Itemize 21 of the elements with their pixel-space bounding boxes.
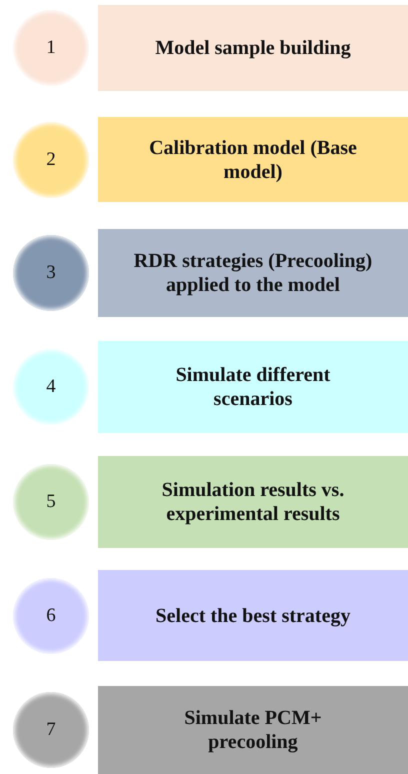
step-label: Simulate different scenarios (174, 363, 332, 411)
step-number: 6 (46, 604, 56, 626)
step-number: 2 (46, 148, 56, 170)
step-label: Model sample building (155, 36, 351, 60)
step-label: Simulate PCM+ precooling (183, 706, 323, 754)
step-label: RDR strategies (Precooling) applied to the model (132, 249, 374, 297)
step-box (98, 570, 408, 661)
step-label: Calibration model (Base model) (148, 136, 358, 184)
step-number: 3 (46, 262, 56, 284)
step-box (98, 686, 408, 774)
step-box (98, 456, 408, 548)
step-number: 1 (46, 37, 56, 59)
step-box (98, 117, 408, 202)
step-box (98, 5, 408, 91)
step-number: 5 (46, 491, 56, 513)
step-label: Select the best strategy (156, 604, 350, 628)
step-box (98, 229, 408, 317)
step-box (98, 341, 408, 433)
step-number: 4 (46, 376, 56, 398)
step-label: Simulation results vs. experimental results (160, 478, 346, 526)
step-number: 7 (46, 719, 56, 741)
